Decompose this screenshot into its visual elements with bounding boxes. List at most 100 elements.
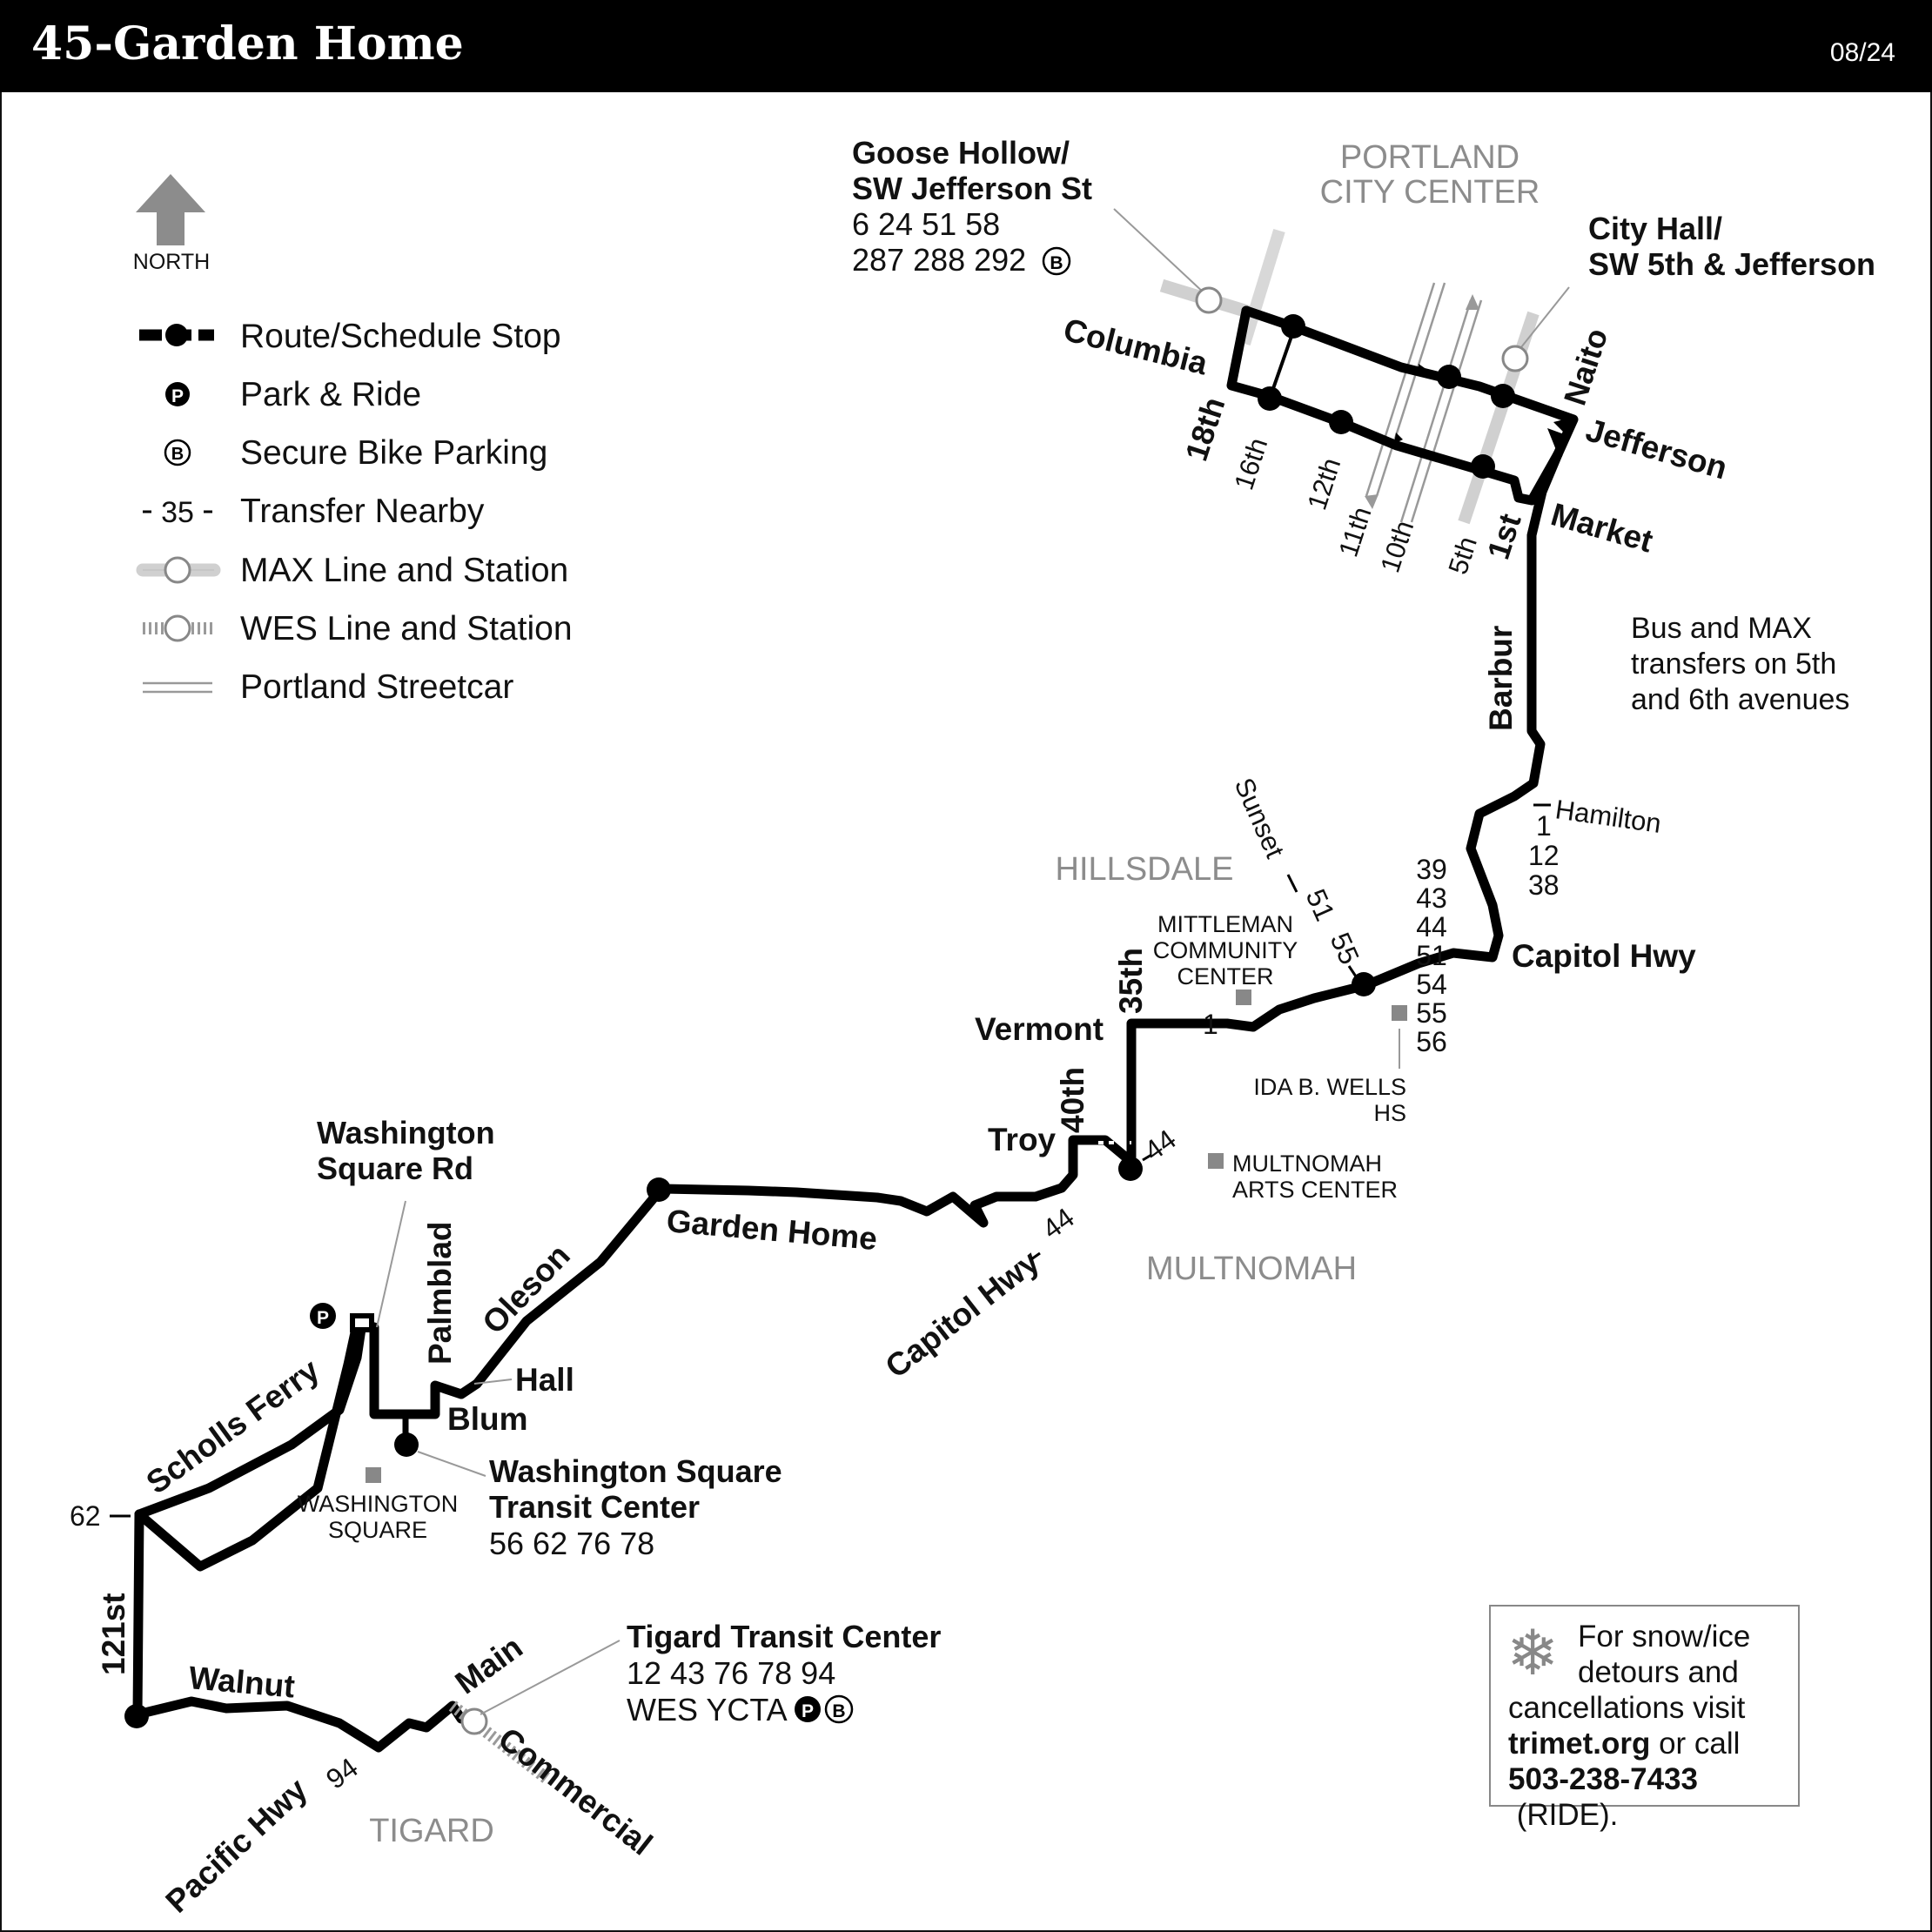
max-line-18th xyxy=(1238,228,1285,346)
goose-hollow-name-1: Goose Hollow/ xyxy=(852,135,1070,171)
svg-text:94: 94 xyxy=(320,1752,364,1795)
street-barbur: Barbur xyxy=(1483,626,1519,731)
street-121st: 121st xyxy=(96,1593,131,1675)
svg-text:62: 62 xyxy=(70,1500,101,1532)
svg-text:1: 1 xyxy=(1536,810,1552,842)
streetcar-10th xyxy=(1399,299,1472,523)
legend-label-wes: WES Line and Station xyxy=(240,610,573,647)
street-market: Market xyxy=(1547,496,1657,559)
wash-sq-tc-name-2: Transit Center xyxy=(489,1489,700,1525)
park-ride-icon: P xyxy=(795,1696,821,1722)
svg-text:CENTER: CENTER xyxy=(1177,963,1273,989)
svg-text:38: 38 xyxy=(1528,869,1560,901)
north-label: NORTH xyxy=(133,250,210,274)
phone-number[interactable]: 503-238-7433 xyxy=(1508,1762,1698,1796)
street-walnut: Walnut xyxy=(187,1660,296,1704)
legend-label-transfer: Transfer Nearby xyxy=(240,493,485,530)
street-40th: 40th xyxy=(1055,1067,1090,1133)
header-bar: 45-Garden Home 08/24 xyxy=(0,0,1932,92)
landmarks: MITTLEMAN COMMUNITY CENTER IDA B. WELLS … xyxy=(298,911,1407,1543)
svg-text:P: P xyxy=(802,1701,814,1721)
direction-arrow-icon xyxy=(1394,433,1403,444)
svg-text:P: P xyxy=(317,1308,329,1328)
stop-market-12th xyxy=(1329,410,1353,434)
stop-jefferson-5th xyxy=(1437,365,1461,389)
bike-parking-icon: B xyxy=(1042,246,1071,276)
svg-text:MITTLEMAN: MITTLEMAN xyxy=(1157,911,1293,937)
svg-text:51: 51 xyxy=(1416,940,1447,971)
svg-text:55: 55 xyxy=(1416,997,1447,1029)
info-line-4: or call xyxy=(1650,1727,1741,1761)
trimet-link[interactable]: trimet.org xyxy=(1508,1727,1651,1761)
city-hall-name-1: City Hall/ xyxy=(1588,211,1722,246)
area-tigard: TIGARD xyxy=(369,1813,494,1849)
ida-b-wells-marker xyxy=(1392,1005,1407,1021)
transfer-icon: 35 xyxy=(143,496,212,529)
svg-text:ARTS CENTER: ARTS CENTER xyxy=(1232,1177,1398,1203)
goose-hollow-name-2: SW Jefferson St xyxy=(852,171,1092,206)
svg-text:P: P xyxy=(171,386,184,406)
svg-text:B: B xyxy=(832,1701,845,1721)
svg-text:1: 1 xyxy=(1203,1009,1218,1040)
note-bus-max-1: Bus and MAX xyxy=(1631,612,1812,645)
legend-label-streetcar: Portland Streetcar xyxy=(240,668,513,706)
stop-market-16th xyxy=(1258,386,1282,411)
multnomah-arts-marker xyxy=(1208,1153,1224,1169)
street-blum: Blum xyxy=(447,1401,528,1437)
stop-sunset xyxy=(1352,972,1376,996)
streetcar-icon xyxy=(143,681,212,694)
legend-label-max: MAX Line and Station xyxy=(240,552,568,589)
street-palmblad: Palmblad xyxy=(422,1222,458,1365)
date-code: 08/24 xyxy=(1829,38,1895,67)
washington-square-marker xyxy=(366,1467,381,1483)
mittleman-marker xyxy=(1236,989,1251,1005)
area-hillsdale: HILLSDALE xyxy=(1056,851,1234,888)
tigard-tc-lines-2: WES YCTA xyxy=(627,1692,788,1727)
street-jefferson: Jefferson xyxy=(1582,412,1731,486)
info-line-2: detours and xyxy=(1578,1655,1739,1689)
area-portland: PORTLAND xyxy=(1340,139,1519,176)
svg-text:WASHINGTON: WASHINGTON xyxy=(298,1491,459,1517)
svg-text:IDA B. WELLS: IDA B. WELLS xyxy=(1253,1074,1406,1100)
street-hall: Hall xyxy=(515,1362,574,1398)
street-11th: 11th xyxy=(1332,503,1377,560)
tigard-tc-lines-1: 12 43 76 78 94 xyxy=(627,1655,835,1691)
street-naito: Naito xyxy=(1557,324,1615,409)
stops: P xyxy=(124,286,1529,1735)
info-line-3: cancellations visit xyxy=(1508,1691,1746,1725)
legend-label-park-ride: Park & Ride xyxy=(240,376,421,413)
note-bus-max-3: and 6th avenues xyxy=(1631,683,1849,716)
svg-text:54: 54 xyxy=(1416,969,1447,1000)
max-station-goose-hollow xyxy=(1195,286,1223,314)
svg-text:HS: HS xyxy=(1373,1100,1406,1126)
svg-text:B: B xyxy=(1050,253,1063,273)
park-ride-icon: P xyxy=(165,382,190,406)
svg-text:56: 56 xyxy=(1416,1026,1447,1057)
wash-sq-rd-box xyxy=(350,1313,374,1332)
streetcar-11th xyxy=(1365,282,1436,497)
street-18th: 18th xyxy=(1178,392,1232,465)
svg-text:SQUARE: SQUARE xyxy=(328,1517,427,1543)
svg-text:12: 12 xyxy=(1528,840,1560,871)
bike-parking-icon: B xyxy=(824,1694,854,1724)
north-arrow-icon xyxy=(136,174,205,245)
snow-info-text: For snow/ice detours and cancellations v… xyxy=(1508,1619,1798,1833)
stop-columbia-16th xyxy=(1281,314,1305,339)
svg-text:51: 51 xyxy=(1300,884,1341,925)
legend-label-bike-parking: Secure Bike Parking xyxy=(240,434,547,472)
street-sunset: Sunset xyxy=(1229,774,1291,863)
svg-text:B: B xyxy=(171,445,184,464)
legend-label-route-stop: Route/Schedule Stop xyxy=(240,318,561,355)
street-vermont: Vermont xyxy=(975,1011,1104,1047)
street-16th: 16th xyxy=(1228,434,1273,493)
street-12th: 12th xyxy=(1301,454,1346,513)
svg-text:MULTNOMAH: MULTNOMAH xyxy=(1232,1150,1382,1177)
street-garden-home: Garden Home xyxy=(665,1203,878,1257)
street-troy: Troy xyxy=(988,1122,1057,1157)
goose-hollow-lines-1: 6 24 51 58 xyxy=(852,206,1000,242)
snowflake-icon: ❄ xyxy=(1506,1619,1560,1688)
street-10th: 10th xyxy=(1374,517,1419,576)
street-capitol-hwy: Capitol Hwy xyxy=(1512,938,1696,974)
svg-text:44: 44 xyxy=(1416,911,1447,943)
